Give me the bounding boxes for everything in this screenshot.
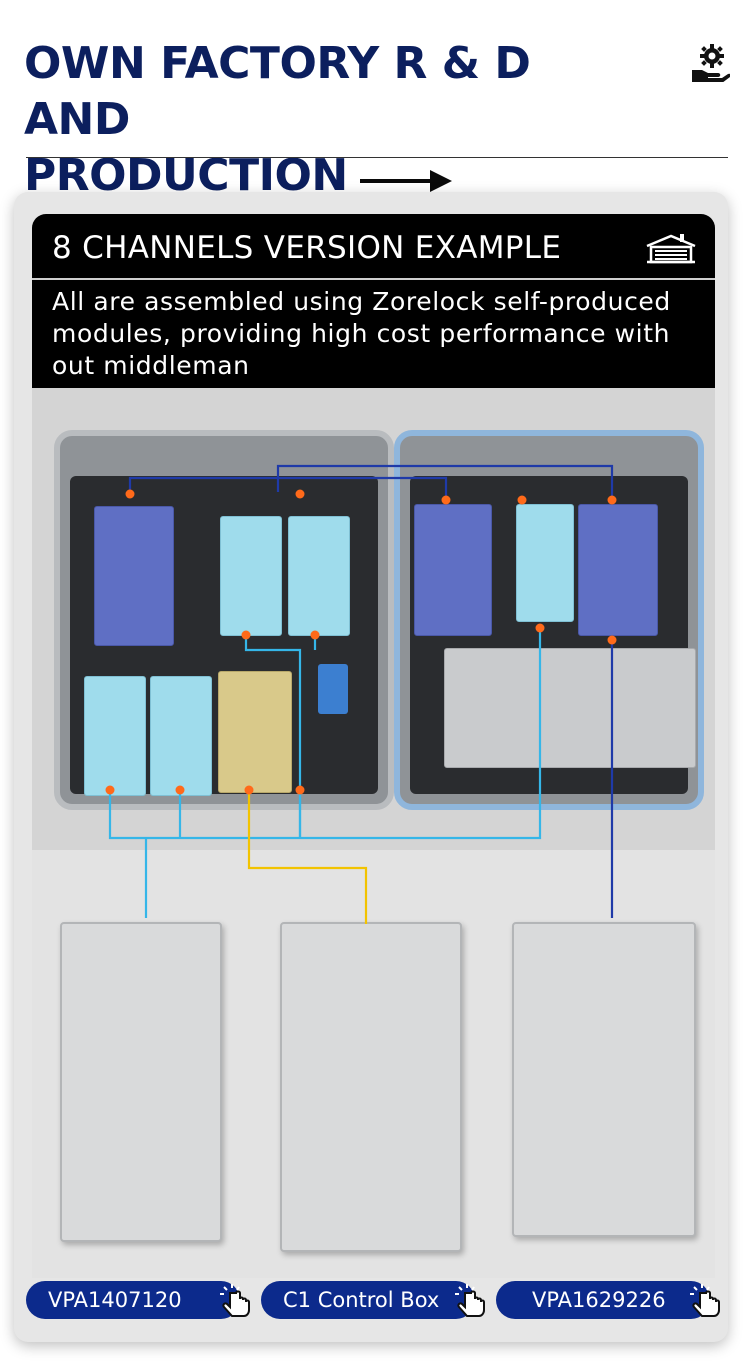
module-plate-left bbox=[60, 922, 222, 1242]
banner-description: All are assembled using Zorelock self-pr… bbox=[52, 287, 671, 380]
enclosure-right bbox=[394, 430, 704, 810]
module-plate-right bbox=[512, 922, 696, 1237]
section-banner: 8 CHANNELS VERSION EXAMPLE All are assem… bbox=[32, 214, 715, 388]
module-blue bbox=[94, 506, 174, 646]
page-header: OWN FACTORY R & D AND PRODUCTION bbox=[0, 0, 750, 201]
page-title-line1: OWN FACTORY R & D AND bbox=[24, 38, 531, 145]
label-text: C1 Control Box bbox=[283, 1288, 440, 1312]
module-light bbox=[220, 516, 282, 636]
module-plate-center bbox=[280, 922, 462, 1252]
page-title: OWN FACTORY R & D AND PRODUCTION bbox=[24, 36, 624, 206]
enclosure-photo bbox=[32, 388, 715, 850]
gear-hand-icon bbox=[690, 42, 731, 87]
module-light bbox=[84, 676, 146, 796]
factory-icon bbox=[644, 232, 698, 269]
label-c1-control-box[interactable]: C1 Control Box bbox=[261, 1281, 485, 1319]
pointer-hand-icon bbox=[688, 1283, 724, 1333]
module-psu-small bbox=[318, 664, 348, 714]
module-blue bbox=[578, 504, 658, 636]
module-blue bbox=[414, 504, 492, 636]
module-light bbox=[516, 504, 574, 622]
module-control bbox=[218, 671, 292, 793]
power-supply bbox=[444, 648, 696, 768]
label-vpa1629226[interactable]: VPA1629226 bbox=[496, 1281, 720, 1319]
label-text: VPA1629226 bbox=[532, 1288, 666, 1312]
label-vpa1407120[interactable]: VPA1407120 bbox=[26, 1281, 250, 1319]
pointer-hand-icon bbox=[218, 1283, 254, 1333]
arrow-right-icon bbox=[359, 150, 452, 206]
banner-divider bbox=[32, 278, 715, 280]
pointer-hand-icon bbox=[453, 1283, 489, 1333]
modules-showcase bbox=[32, 850, 715, 1278]
module-light bbox=[150, 676, 212, 796]
banner-title: 8 CHANNELS VERSION EXAMPLE bbox=[52, 230, 562, 266]
module-light bbox=[288, 516, 350, 636]
label-text: VPA1407120 bbox=[48, 1288, 182, 1312]
header-divider bbox=[26, 157, 728, 158]
enclosure-left bbox=[54, 430, 394, 810]
